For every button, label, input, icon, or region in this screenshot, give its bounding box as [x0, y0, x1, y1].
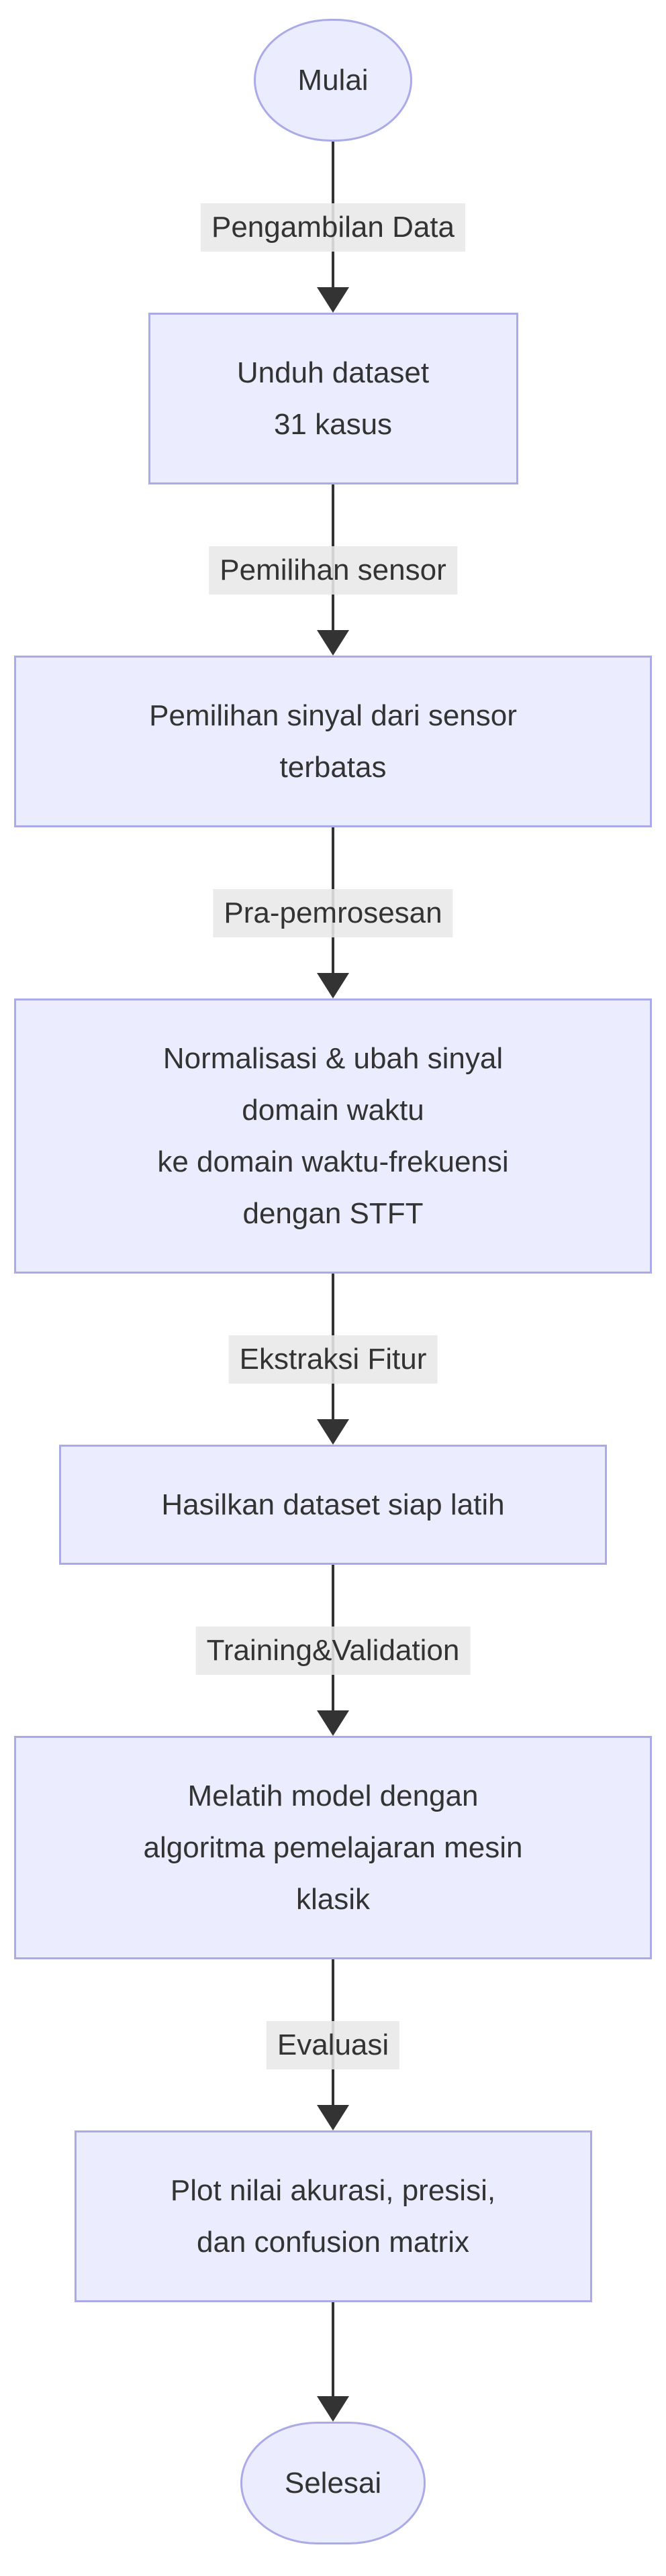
edge-label-pengambilan-data: Pengambilan Data: [200, 203, 466, 252]
arrowhead-down-icon: [317, 2105, 349, 2130]
arrowhead-down-icon: [317, 1710, 349, 1736]
node-end: Selesai: [240, 2422, 426, 2544]
edge-label-ekstraksi-fitur: Ekstraksi Fitur: [228, 1335, 438, 1384]
arrowhead-down-icon: [317, 1419, 349, 1445]
edge-prep-dataset: Ekstraksi Fitur: [0, 1274, 666, 1445]
arrowhead-down-icon: [317, 973, 349, 998]
edge-dataset-train: Training&Validation: [0, 1565, 666, 1736]
arrowhead-down-icon: [317, 630, 349, 656]
arrowhead-down-icon: [317, 2396, 349, 2422]
edge-train-plot: Evaluasi: [0, 1959, 666, 2130]
edge-line: [332, 2302, 334, 2399]
arrowhead-down-icon: [317, 287, 349, 313]
edge-label-evaluasi: Evaluasi: [266, 2020, 400, 2069]
edge-select-prep: Pra-pemrosesan: [0, 827, 666, 998]
node-pemilihan-sinyal: Pemilihan sinyal dari sensor terbatas: [14, 656, 652, 827]
edge-start-download: Pengambilan Data: [0, 142, 666, 313]
edge-label-pra-pemrosesan: Pra-pemrosesan: [213, 888, 453, 937]
edge-download-select: Pemilihan sensor: [0, 484, 666, 656]
node-plot-akurasi: Plot nilai akurasi, presisi, dan confusi…: [74, 2130, 592, 2302]
node-start: Mulai: [254, 19, 412, 142]
edge-label-training-validation: Training&Validation: [195, 1626, 471, 1675]
edge-plot-end: [0, 2302, 666, 2422]
node-normalisasi-stft: Normalisasi & ubah sinyal domain waktu k…: [14, 998, 652, 1274]
edge-label-pemilihan-sensor: Pemilihan sensor: [209, 546, 457, 595]
node-unduh-dataset: Unduh dataset 31 kasus: [148, 313, 518, 484]
node-hasilkan-dataset: Hasilkan dataset siap latih: [59, 1445, 607, 1565]
node-melatih-model: Melatih model dengan algoritma pemelajar…: [14, 1736, 652, 1959]
